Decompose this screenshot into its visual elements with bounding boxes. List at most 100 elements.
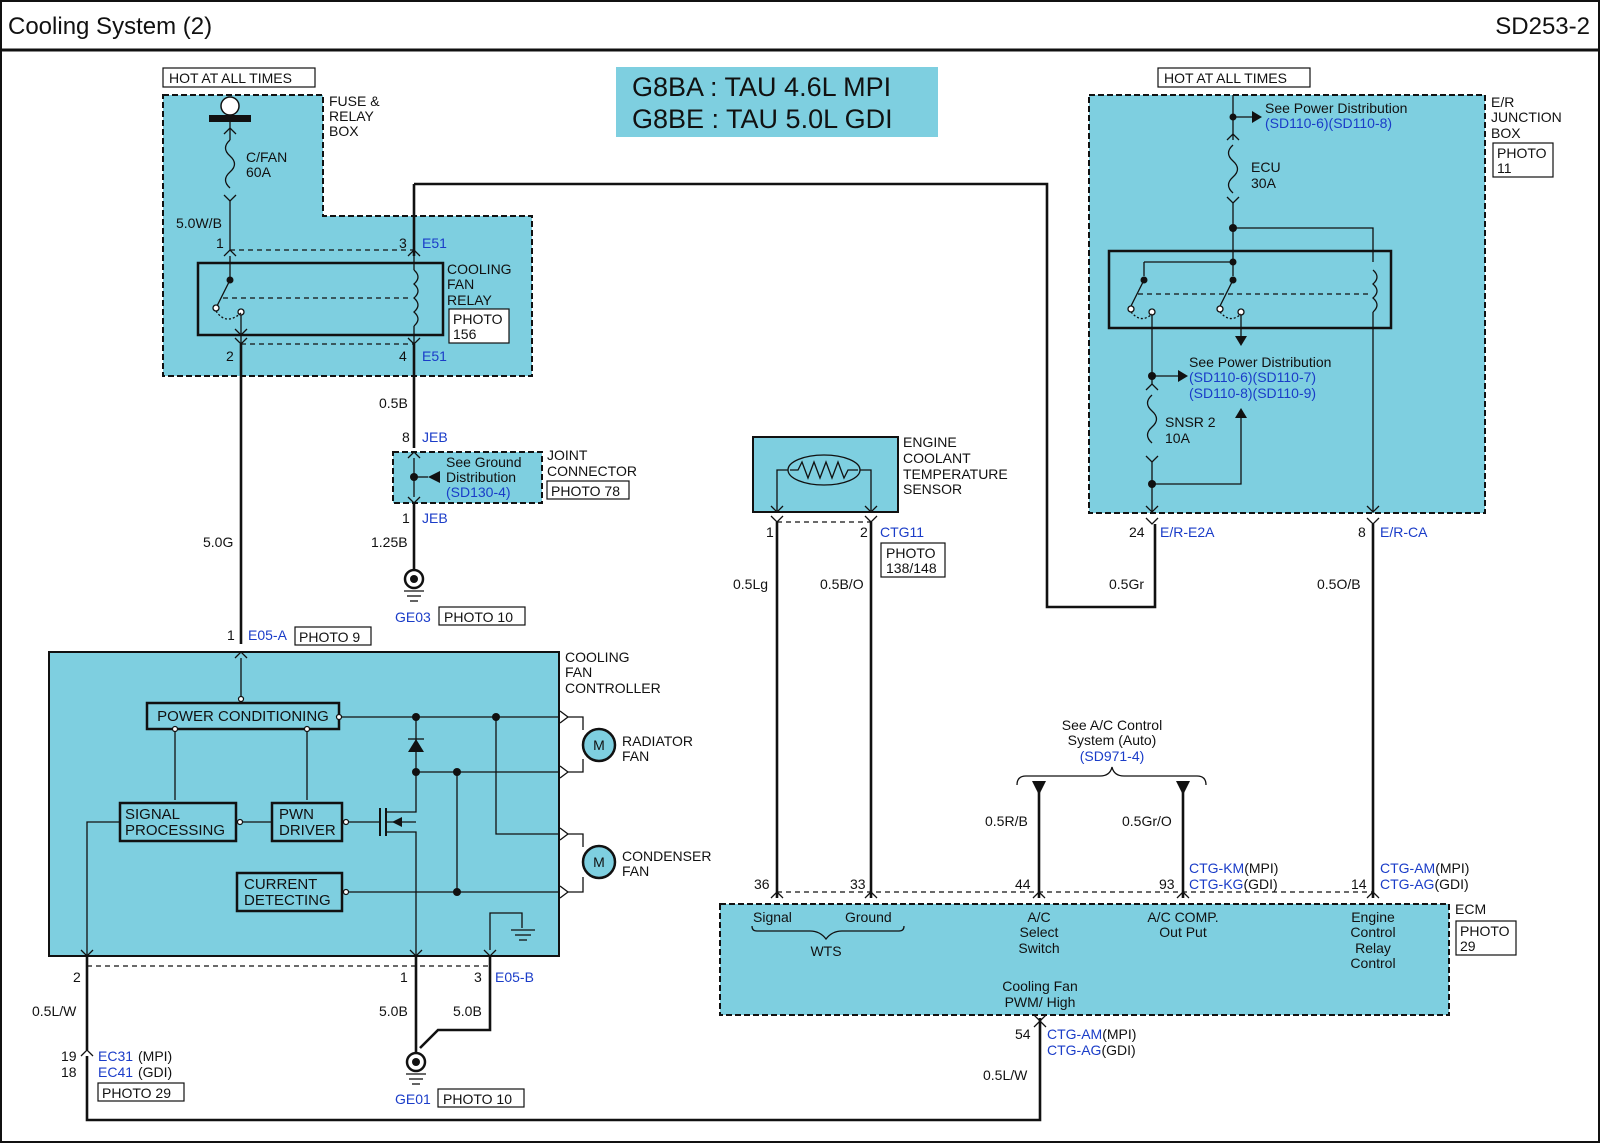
wire-0-5lw-ecm: [85, 1018, 1042, 1122]
fuse-box-name-1: FUSE &: [329, 93, 380, 109]
mpi-suffix: (MPI): [1102, 1026, 1136, 1042]
ground-ref-link[interactable]: (SD130-4): [446, 484, 511, 500]
ecm-module: Signal Ground WTS A/C Select Switch A/C …: [719, 903, 1450, 1022]
fuse-box-name-3: BOX: [329, 123, 359, 139]
model-line-1: G8BA : TAU 4.6L MPI: [632, 72, 891, 102]
pin-label: 18: [61, 1064, 77, 1080]
current-detecting-label-2: DETECTING: [244, 892, 331, 909]
pin-label: 24: [1129, 524, 1145, 540]
controller-name-3: CONTROLLER: [565, 680, 661, 696]
see-power-links[interactable]: (SD110-6)(SD110-8): [1265, 115, 1392, 131]
photo-label: PHOTO: [1460, 923, 1510, 939]
ctg-ag-label: CTG-AG(GDI): [1380, 876, 1469, 892]
mpi-suffix: (MPI): [1244, 860, 1278, 876]
ctg-ag-label-2: CTG-AG(GDI): [1047, 1042, 1136, 1058]
mpi-suffix: (MPI): [1435, 860, 1469, 876]
connector-label: E/R-E2A: [1160, 524, 1215, 540]
see-power-ref-2: See Power Distribution: [1189, 354, 1331, 370]
current-detecting-label-1: CURRENT: [244, 876, 317, 893]
fuse-name: ECU: [1251, 159, 1281, 175]
pin-label: 1: [402, 510, 410, 526]
pin-label: 3: [474, 969, 482, 985]
gdi-suffix: (GDI): [1243, 876, 1277, 892]
ctg-km: CTG-KM: [1189, 860, 1244, 876]
connector-label: E51: [422, 348, 447, 364]
pin-label: 8: [402, 429, 410, 445]
wire-label: 5.0B: [379, 1003, 408, 1019]
hot-label-left: HOT AT ALL TIMES: [169, 70, 292, 86]
ecm-ac-select-2: Select: [1020, 924, 1059, 940]
wire-ecu-relay-ground: [414, 182, 1157, 609]
ect-name-1: ENGINE: [903, 434, 957, 450]
ecm-wts-label: WTS: [810, 943, 841, 959]
connector-label: E/R-CA: [1380, 524, 1428, 540]
photo-label: 29: [1460, 938, 1476, 954]
pin-label: 33: [850, 876, 866, 892]
fuse-name: C/FAN: [246, 149, 287, 165]
wire-label: 1.25B: [371, 534, 408, 550]
diode-icon: [408, 739, 424, 752]
connector-label: EC41: [98, 1064, 133, 1080]
see-power-links-2[interactable]: (SD110-6)(SD110-7): [1189, 369, 1316, 385]
wire-label: 0.5R/B: [985, 813, 1028, 829]
pin-label: 2: [860, 524, 868, 540]
relay-name-1: COOLING: [447, 261, 512, 277]
controller-name-2: FAN: [565, 664, 592, 680]
wire-label: 0.5L/W: [983, 1067, 1028, 1083]
photo-label: PHOTO 10: [444, 609, 513, 625]
joint-connector: 0.5B 8 JEB See Ground Distribution (SD13…: [371, 395, 637, 550]
power-conditioning-label: POWER CONDITIONING: [157, 708, 329, 725]
see-power-links-3[interactable]: (SD110-8)(SD110-9): [1189, 385, 1316, 401]
relay-name-3: RELAY: [447, 292, 493, 308]
photo-label: 138/148: [886, 560, 937, 576]
ecm-name: ECM: [1455, 901, 1486, 917]
pin-label: 1: [766, 524, 774, 540]
gdi-suffix: (GDI): [1101, 1042, 1135, 1058]
condenser-fan-label-1: CONDENSER: [622, 848, 711, 864]
ctg-am: CTG-AM: [1380, 860, 1435, 876]
pin-label: 1: [216, 235, 224, 251]
er-junction-box: HOT AT ALL TIMES E/R JUNCTION BOX PHOTO …: [1088, 67, 1562, 514]
model-box: [616, 67, 938, 137]
ctg-kg: CTG-KG: [1189, 876, 1243, 892]
snsr-fuse-icon: [1146, 394, 1158, 444]
see-power-ref: See Power Distribution: [1265, 100, 1407, 116]
cooling-fan-relay: [196, 261, 445, 337]
ac-ref-1: See A/C Control: [1062, 717, 1162, 733]
ecm-ac-select-3: Switch: [1018, 940, 1059, 956]
pin-label: 1: [400, 969, 408, 985]
ground-ref-1: See Ground: [446, 454, 522, 470]
photo-label: PHOTO 10: [443, 1091, 512, 1107]
fuse-rating: 60A: [246, 164, 272, 180]
ecm-cfan-1: Cooling Fan: [1002, 978, 1078, 994]
ac-ref-link[interactable]: (SD971-4): [1080, 748, 1145, 764]
fuse-rating: 30A: [1251, 175, 1277, 191]
photo-label: 11: [1497, 160, 1512, 176]
ac-ref-2: System (Auto): [1068, 732, 1157, 748]
joint-name-1: JOINT: [547, 447, 588, 463]
ground-label: GE03: [395, 609, 431, 625]
photo-label: 156: [453, 326, 477, 342]
wire-label: 0.5L/W: [32, 1003, 77, 1019]
photo-label: PHOTO 29: [102, 1085, 171, 1101]
pin-label: 44: [1015, 876, 1031, 892]
ecm-ac-select-1: A/C: [1027, 909, 1050, 925]
pin-label: 8: [1358, 524, 1366, 540]
ctg-am-label-2: CTG-AM(MPI): [1047, 1026, 1136, 1042]
ecm-cfan-2: PWM/ High: [1005, 994, 1076, 1010]
pwn-driver-label-1: PWN: [279, 806, 314, 823]
wts-brace: [751, 925, 905, 941]
wire-label: 5.0B: [453, 1003, 482, 1019]
pin-label: 19: [61, 1048, 77, 1064]
ecm-ground-label: Ground: [845, 909, 892, 925]
wire-label: 0.5Lg: [733, 576, 768, 592]
motor-label: M: [593, 737, 605, 753]
signal-processing-label-2: PROCESSING: [125, 822, 225, 839]
connector-label: E51: [422, 235, 447, 251]
wire-label: 5.0G: [203, 534, 233, 550]
condenser-fan-motor-icon: [581, 844, 617, 880]
connector-label: E05-A: [248, 627, 288, 643]
ctg-kg-label: CTG-KG(GDI): [1189, 876, 1278, 892]
